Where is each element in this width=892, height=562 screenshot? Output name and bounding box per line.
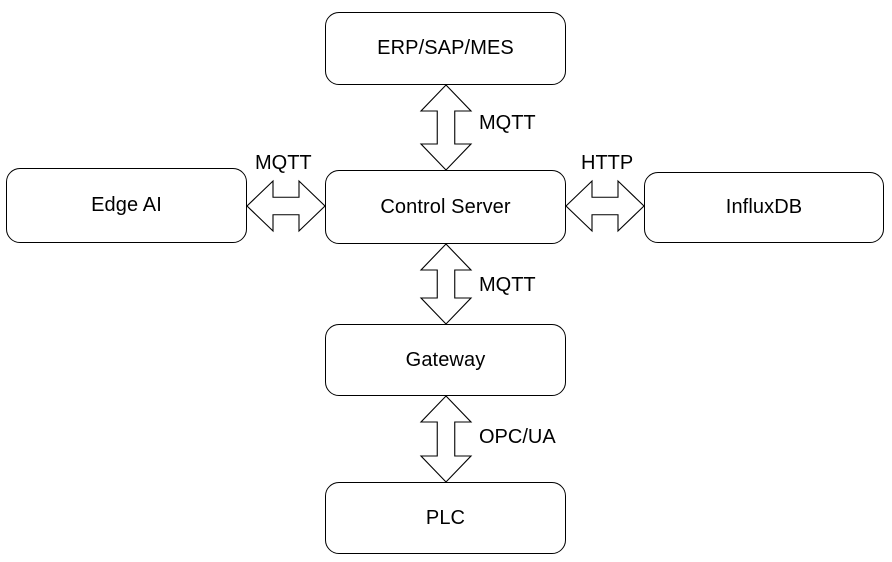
edge-label-edgeai-control: MQTT — [255, 152, 312, 174]
node-control[interactable]: Control Server — [325, 170, 566, 244]
node-plc[interactable]: PLC — [325, 482, 566, 554]
node-influx[interactable]: InfluxDB — [644, 172, 884, 243]
node-label-plc: PLC — [425, 506, 466, 529]
node-label-control: Control Server — [380, 195, 511, 218]
arrow-control-influx — [565, 179, 645, 233]
arrow-edgeai-control — [246, 179, 326, 233]
edge-label-erp-control: MQTT — [479, 112, 536, 134]
arrow-erp-control — [419, 84, 473, 171]
node-edge_ai[interactable]: Edge AI — [6, 168, 247, 243]
node-erp[interactable]: ERP/SAP/MES — [325, 12, 566, 85]
node-label-edge_ai: Edge AI — [91, 194, 162, 216]
node-gateway[interactable]: Gateway — [325, 324, 566, 396]
arrow-gateway-plc — [419, 395, 473, 483]
edge-label-gateway-plc: OPC/UA — [479, 426, 556, 448]
edge-label-control-influx: HTTP — [581, 152, 634, 174]
node-label-erp: ERP/SAP/MES — [377, 37, 514, 59]
edge-label-control-gateway: MQTT — [479, 274, 536, 296]
node-label-gateway: Gateway — [405, 348, 486, 371]
node-label-influx: InfluxDB — [725, 196, 803, 218]
arrow-control-gateway — [419, 243, 473, 325]
